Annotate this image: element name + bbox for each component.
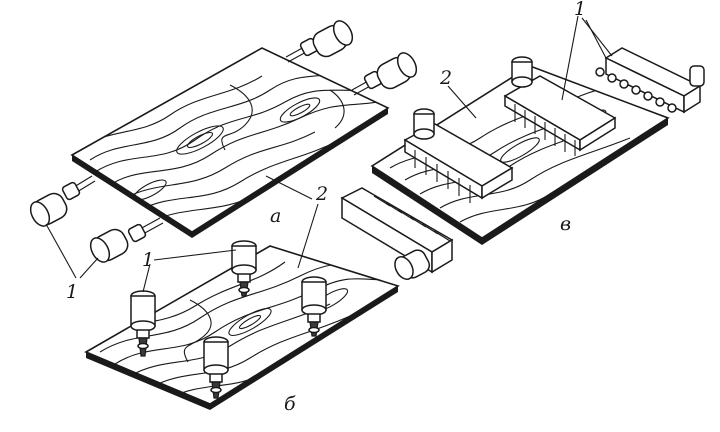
panel-b-motor-2 (130, 290, 156, 357)
panel-b-motor-1 (231, 240, 257, 297)
panel-ab-leader-2 (265, 175, 319, 269)
panel-v-right-spindle-bar (595, 47, 705, 114)
panel-v-front-spindle-bar (340, 187, 454, 280)
panel-v-middle-spindles (414, 150, 471, 203)
panel-a-motor-left-2 (89, 217, 164, 263)
label-1-b: 1 (142, 249, 154, 271)
label-panel-v: в (560, 213, 571, 235)
panel-b-motor-4 (203, 336, 229, 399)
panel-a-board (70, 47, 390, 238)
panel-v-leader-2 (447, 85, 477, 119)
panel-a-motor-top-2 (351, 52, 418, 96)
label-panel-b: б (284, 393, 296, 415)
panel-a-motor-left-1 (29, 175, 96, 227)
label-1-v: 1 (574, 0, 586, 20)
label-2-ab: 2 (315, 183, 328, 205)
panel-v-upper-spindle-bar (503, 56, 617, 156)
panel-v-right-spindles (595, 67, 677, 113)
panel-a-wood-grain (79, 69, 388, 223)
panel-v-front-spindles (373, 195, 451, 242)
panel-a-motor-top-1 (285, 20, 354, 63)
panel-v-upper-spindles (514, 104, 576, 156)
label-panel-a: а (270, 205, 281, 227)
panel-v-middle-spindle-bar (403, 108, 514, 203)
panel-v-leader-1 (561, 15, 613, 101)
panel-b-leader-1 (142, 249, 237, 293)
panel-a-leader-1 (45, 223, 99, 279)
panel-b-motor-3 (301, 276, 327, 337)
label-2-v: 2 (439, 67, 452, 89)
label-1-a: 1 (66, 281, 78, 303)
